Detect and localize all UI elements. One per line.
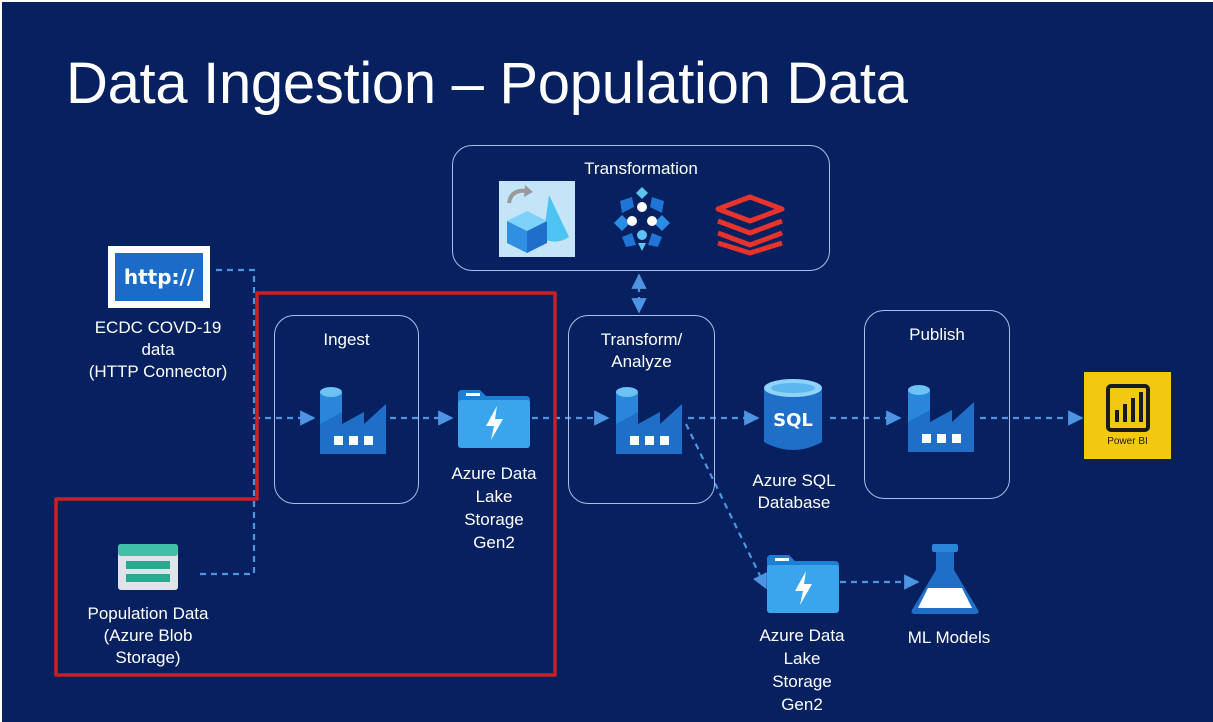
data-lake-storage-icon bbox=[767, 555, 839, 613]
databricks-icon bbox=[715, 194, 785, 256]
ml-flask-icon bbox=[911, 544, 979, 614]
slide-title: Data Ingestion – Population Data bbox=[66, 51, 908, 116]
data-factory-icon bbox=[616, 387, 682, 454]
blob-storage-icon bbox=[118, 544, 178, 590]
hdinsight-icon bbox=[499, 181, 575, 257]
transformation-label: Transformation bbox=[584, 159, 698, 178]
http-connector-icon: http:// bbox=[108, 246, 210, 308]
transform-label-line-1: Transform/ bbox=[600, 330, 683, 349]
data-factory-icon bbox=[320, 387, 386, 454]
lake-ml-label: Azure Data Lake Storage Gen2 bbox=[722, 624, 882, 716]
transformation-box bbox=[452, 145, 830, 271]
http-source-label: ECDC COVD-19 data (HTTP Connector) bbox=[58, 317, 258, 383]
http-label-line-1: ECDC COVD-19 bbox=[94, 318, 222, 337]
transform-analyze-label: Transform/ Analyze bbox=[568, 329, 715, 373]
transform-analyze-box bbox=[568, 315, 715, 504]
lake-ml-label-line-4: Gen2 bbox=[781, 695, 823, 714]
powerbi-icon: Power BI bbox=[1084, 372, 1171, 459]
publish-box bbox=[864, 310, 1010, 499]
connector-blob-to-ingest bbox=[200, 418, 256, 576]
lake-ml-label-line-3: Storage bbox=[772, 672, 832, 691]
lake-ml-label-line-2: Lake bbox=[783, 649, 821, 668]
lake-ingest-label-line-2: Lake bbox=[475, 487, 513, 506]
data-factory-icon bbox=[908, 385, 974, 452]
lake-ingest-label-line-4: Gen2 bbox=[473, 533, 515, 552]
lake-ingest-label-line-3: Storage bbox=[464, 510, 524, 529]
powerbi-chart-glyph bbox=[1106, 384, 1150, 432]
http-icon-text: http:// bbox=[124, 265, 195, 289]
powerbi-text: Power BI bbox=[1107, 436, 1148, 447]
blob-label-line-3: Storage) bbox=[115, 648, 181, 667]
ml-label: ML Models bbox=[907, 628, 991, 647]
sql-label-line-1: Azure SQL bbox=[752, 471, 836, 490]
ingest-label: Ingest bbox=[323, 330, 370, 349]
sql-icon-text: SQL bbox=[773, 410, 813, 431]
http-label-line-2: data bbox=[141, 340, 175, 359]
azure-databricks-icon bbox=[614, 187, 670, 251]
arrow-factory-to-lake-ml bbox=[685, 423, 767, 590]
publish-label: Publish bbox=[909, 325, 965, 344]
blob-label-line-1: Population Data bbox=[87, 604, 209, 623]
data-lake-storage-icon bbox=[458, 390, 530, 448]
blob-label-line-2: (Azure Blob bbox=[103, 626, 193, 645]
lake-ingest-label-line-1: Azure Data bbox=[451, 464, 537, 483]
sql-database-icon: SQL bbox=[764, 379, 822, 450]
http-label-line-3: (HTTP Connector) bbox=[88, 362, 228, 381]
blob-source-label: Population Data (Azure Blob Storage) bbox=[48, 603, 248, 669]
connector-http-to-ingest bbox=[216, 268, 256, 418]
lake-ingest-label: Azure Data Lake Storage Gen2 bbox=[414, 462, 574, 554]
lake-ml-label-line-1: Azure Data bbox=[759, 626, 845, 645]
sql-label: Azure SQL Database bbox=[714, 470, 874, 514]
transform-label-line-2: Analyze bbox=[611, 352, 672, 371]
sql-label-line-2: Database bbox=[757, 493, 831, 512]
ingest-box bbox=[274, 315, 419, 504]
